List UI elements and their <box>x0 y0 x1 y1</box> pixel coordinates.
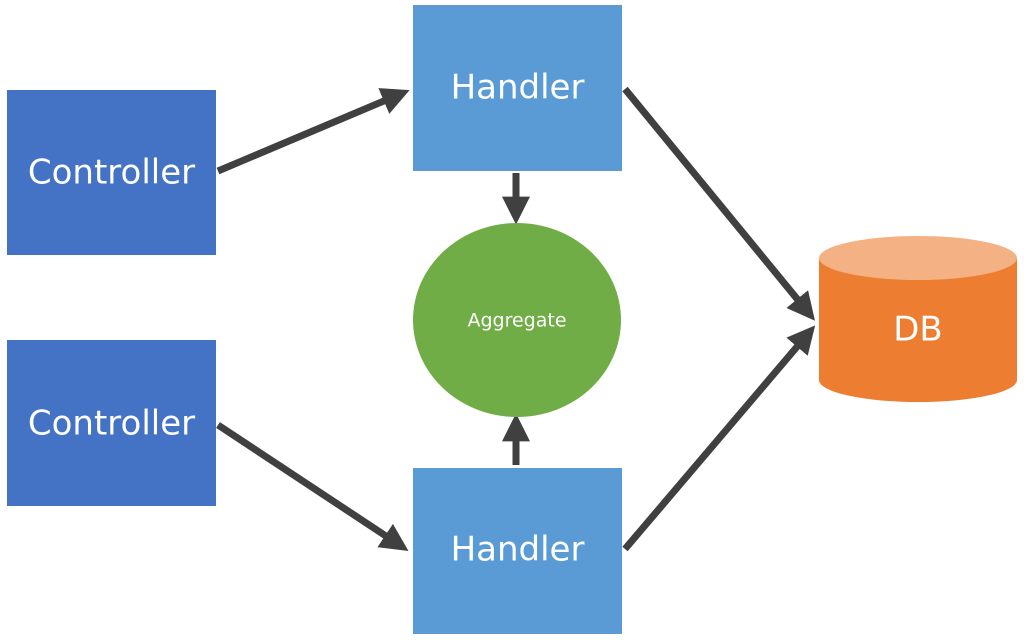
aggregate-circle <box>413 223 621 417</box>
handler-node-top: Handler <box>413 5 622 171</box>
handler-label: Handler <box>451 68 585 108</box>
db-cylinder-top <box>819 236 1017 280</box>
handler-box <box>413 5 622 171</box>
db-cylinder-body <box>819 258 1017 402</box>
controller-label: Controller <box>28 404 195 444</box>
controller-box <box>7 340 216 506</box>
controller-node-bottom: Controller <box>7 340 216 506</box>
controller-box <box>7 90 216 255</box>
edge-handler-top-to-db <box>622 86 815 321</box>
db-node: DB <box>819 236 1017 402</box>
aggregate-node: Aggregate <box>413 223 621 417</box>
handler-node-bottom: Handler <box>413 468 622 634</box>
aggregate-label: Aggregate <box>467 310 566 332</box>
handler-label: Handler <box>451 530 585 570</box>
edge-controller-bottom-to-handler-bottom <box>216 422 409 551</box>
edge-handler-bottom-to-db <box>622 325 816 552</box>
edges <box>216 86 816 552</box>
db-label: DB <box>893 310 943 350</box>
edge-controller-top-to-handler-top <box>216 88 410 175</box>
handler-box <box>413 468 622 634</box>
controller-node-top: Controller <box>7 90 216 255</box>
controller-label: Controller <box>28 153 195 193</box>
